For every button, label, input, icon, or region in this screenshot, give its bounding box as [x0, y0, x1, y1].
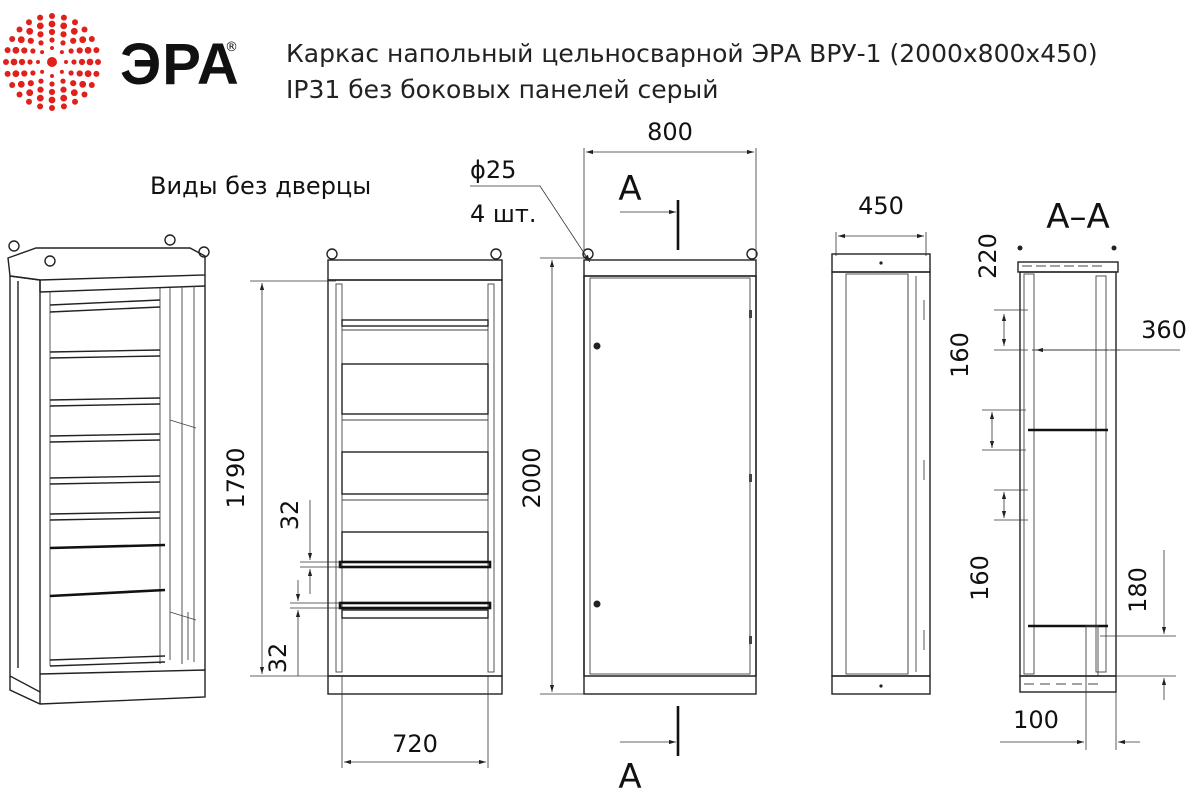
section-mark-top: A: [618, 169, 641, 209]
hole-count-label: 4 шт.: [470, 200, 536, 228]
page-title-line1: Каркас напольный цельносварной ЭРА ВРУ-1…: [286, 39, 1098, 68]
dim-100: 100: [1013, 706, 1059, 734]
section-title: A–A: [1046, 197, 1110, 237]
page-title-line2: IP31 без боковых панелей серый: [286, 75, 719, 104]
dim-2000: 2000: [518, 447, 546, 508]
dim-800: 800: [647, 118, 693, 146]
views-caption: Виды без дверцы: [150, 172, 372, 200]
dim-360: 360: [1141, 316, 1187, 344]
dim-32-lower: 32: [264, 643, 292, 674]
registered-mark: ®: [225, 40, 238, 55]
dim-160-upper: 160: [946, 332, 974, 378]
brand-name: ЭРА: [120, 32, 240, 97]
dim-160-lower: 160: [966, 555, 994, 601]
section-mark-bottom: A: [618, 757, 641, 797]
front-view-with-door: [582, 248, 758, 695]
door-view-dimensions: 2000 800 ϕ25 4 шт. A A: [470, 118, 757, 797]
front-view-dimensions: 1790 32 32 720: [222, 280, 489, 768]
dim-180: 180: [1124, 567, 1152, 613]
isometric-view: [7, 234, 210, 705]
section-dimensions: 220 160 360 160 180 100: [946, 233, 1187, 750]
front-view-no-door: [326, 248, 503, 695]
era-logo-icon: [3, 13, 101, 111]
hole-diameter-label: ϕ25: [470, 156, 516, 184]
dim-450: 450: [858, 192, 904, 220]
side-view: 450: [831, 192, 931, 695]
dim-720: 720: [392, 730, 438, 758]
section-a-a-view: A–A: [1017, 197, 1119, 693]
dim-1790: 1790: [222, 447, 250, 508]
dim-220: 220: [974, 233, 1002, 279]
dim-32-upper: 32: [276, 500, 304, 531]
